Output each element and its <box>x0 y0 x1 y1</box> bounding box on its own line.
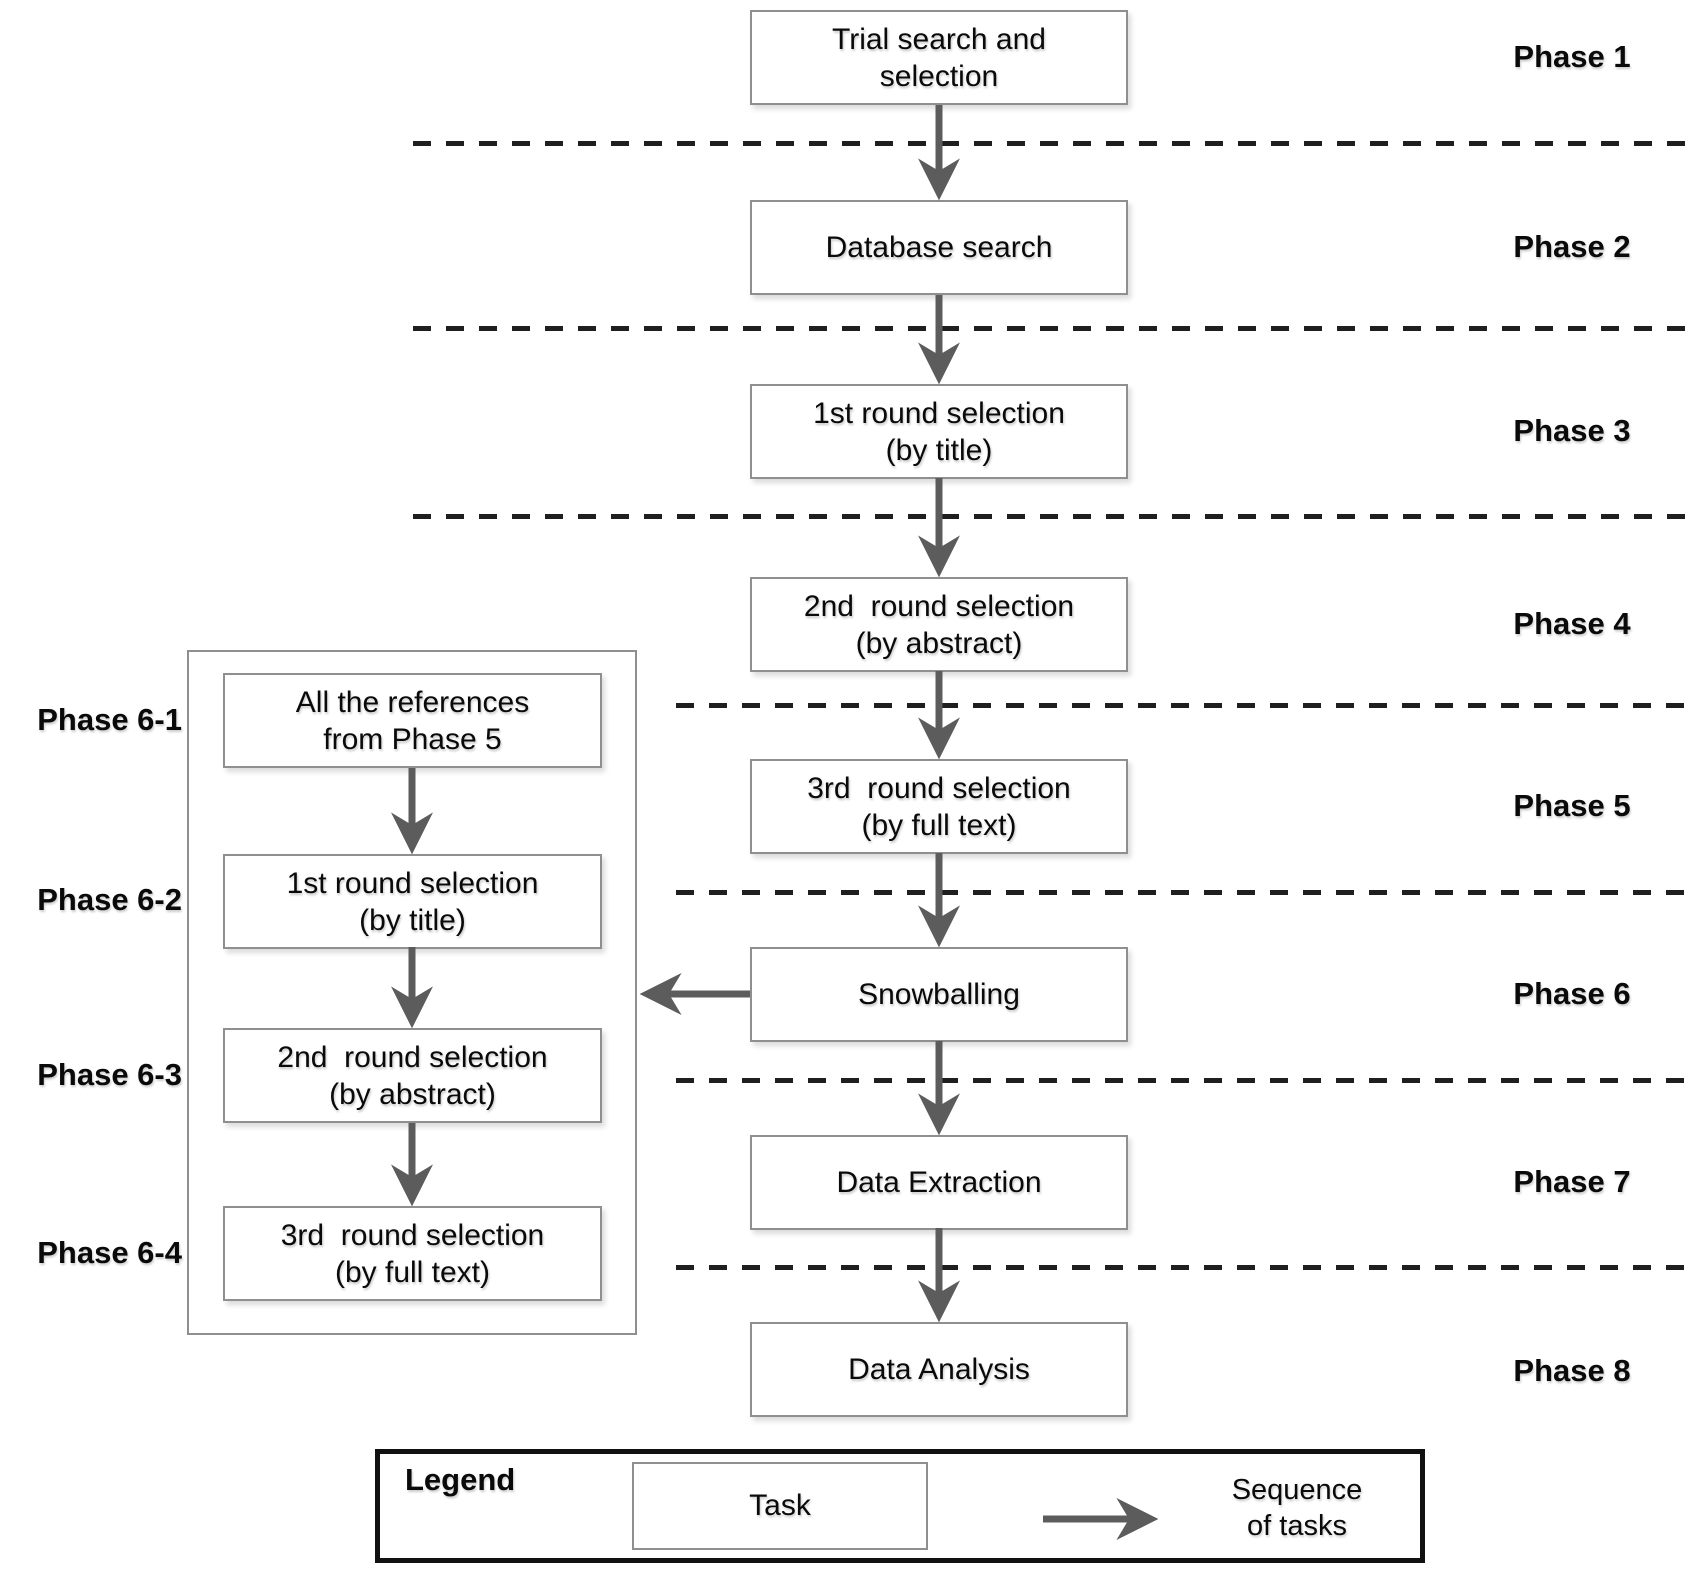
phase-label-6-2: Phase 6-2 <box>37 882 182 917</box>
task-trial-search: Trial search and selection <box>750 10 1128 105</box>
task-snowballing: Snowballing <box>750 947 1128 1042</box>
phase-label-6-1: Phase 6-1 <box>37 702 182 737</box>
subtask-1st-round-selection: 1st round selection (by title) <box>223 854 602 949</box>
subtask-2nd-round-selection: 2nd round selection (by abstract) <box>223 1028 602 1123</box>
phase-label-2: Phase 2 <box>1513 229 1631 264</box>
legend-task-box: Task <box>632 1462 928 1550</box>
snowballing-subprocess-container <box>187 650 637 1335</box>
phase-label-4: Phase 4 <box>1513 606 1631 641</box>
phase-label-8: Phase 8 <box>1513 1353 1631 1388</box>
legend-task-label: Task <box>749 1489 811 1522</box>
legend: Legend Task Sequence of tasks <box>375 1449 1425 1563</box>
task-3rd-round-selection: 3rd round selection (by full text) <box>750 759 1128 854</box>
phase-label-6-4: Phase 6-4 <box>37 1235 182 1270</box>
phase-label-5: Phase 5 <box>1513 788 1631 823</box>
phase-divider-7 <box>676 1265 1690 1270</box>
phase-divider-1 <box>413 141 1690 146</box>
phase-label-7: Phase 7 <box>1513 1164 1631 1199</box>
phase-label-6-3: Phase 6-3 <box>37 1057 182 1092</box>
phase-divider-2 <box>413 326 1690 331</box>
phase-divider-3 <box>413 514 1690 519</box>
subtask-3rd-round-selection: 3rd round selection (by full text) <box>223 1206 602 1301</box>
subtask-all-references: All the references from Phase 5 <box>223 673 602 768</box>
task-data-analysis: Data Analysis <box>750 1322 1128 1417</box>
task-1st-round-selection: 1st round selection (by title) <box>750 384 1128 479</box>
task-database-search: Database search <box>750 200 1128 295</box>
legend-sequence-label: Sequence of tasks <box>1231 1474 1363 1542</box>
phase-label-1: Phase 1 <box>1513 39 1631 74</box>
phase-divider-4 <box>676 703 1690 708</box>
legend-title: Legend <box>405 1462 516 1497</box>
phase-divider-6 <box>676 1078 1690 1083</box>
task-data-extraction: Data Extraction <box>750 1135 1128 1230</box>
phase-divider-5 <box>676 890 1690 895</box>
task-2nd-round-selection: 2nd round selection (by abstract) <box>750 577 1128 672</box>
phase-label-3: Phase 3 <box>1513 413 1631 448</box>
phase-label-6: Phase 6 <box>1513 976 1631 1011</box>
